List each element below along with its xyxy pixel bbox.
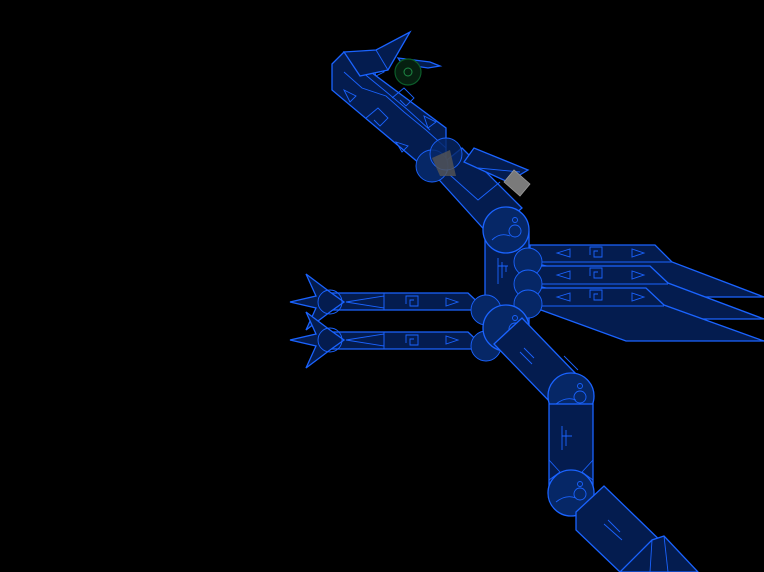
neck-joint	[415, 137, 463, 183]
foot-segment	[575, 485, 699, 572]
claw-lower	[289, 311, 346, 369]
claw-upper	[289, 273, 346, 331]
gray-cube	[503, 169, 531, 197]
torso-top-joint	[482, 206, 530, 254]
arm-upper	[329, 292, 488, 311]
wing-joints	[513, 247, 543, 319]
arm-lower	[329, 331, 488, 350]
ankle-joint	[547, 469, 595, 517]
green-eye	[394, 58, 422, 86]
head-crest	[342, 30, 412, 77]
